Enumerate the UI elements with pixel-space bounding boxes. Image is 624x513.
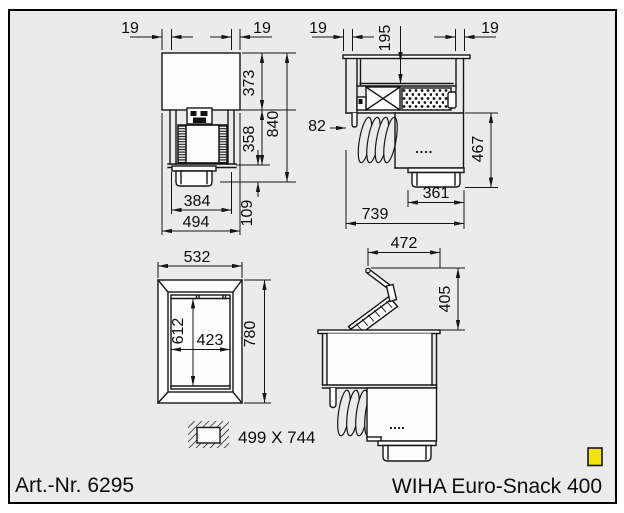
side-crosshatch-box — [365, 86, 401, 111]
plan-miter-corners — [157, 279, 243, 404]
plan-dim-423: 423 — [197, 332, 224, 349]
front-dim-840: 840 — [265, 111, 282, 138]
plan-opening — [170, 294, 231, 390]
plan-hinge-strips — [170, 294, 231, 387]
lid-slots — [355, 300, 393, 331]
front-dim-19-left: 19 — [121, 20, 139, 37]
cutout-rect — [196, 426, 221, 444]
plan-dim-612: 612 — [170, 318, 187, 345]
side-section-view: 19 19 195 82 467 361 739 — [308, 20, 499, 229]
open-dim-405: 405 — [437, 286, 454, 313]
front-dimensions — [130, 29, 296, 235]
front-dim-384: 384 — [184, 193, 211, 210]
sheet-border — [8, 9, 617, 504]
plan-outer-frame — [157, 279, 243, 404]
open-basin-fill — [327, 333, 432, 385]
article-number-label: Art.-Nr. 6295 — [15, 474, 134, 497]
side-dim-19-left: 19 — [309, 20, 327, 37]
open-lid-view: 472 405 — [317, 235, 465, 462]
front-view: 19 19 373 358 840 109 384 494 — [121, 20, 296, 235]
side-dim-361: 361 — [423, 185, 450, 202]
front-vent-box — [186, 107, 213, 125]
side-flange — [342, 54, 471, 60]
open-bottom-tray — [377, 440, 437, 462]
open-drain-pipe — [329, 387, 337, 409]
side-drain-coil — [357, 116, 398, 164]
side-left-detail — [356, 91, 457, 111]
yellow-marker — [587, 447, 603, 467]
footer: Art.-Nr. 6295 WIHA Euro-Snack 400 — [15, 447, 603, 498]
front-dim-373: 373 — [241, 70, 258, 97]
side-dim-739: 739 — [362, 206, 389, 223]
side-bottom-tray — [407, 167, 465, 188]
plan-inner-frame — [167, 291, 234, 393]
front-dim-109: 109 — [239, 200, 256, 227]
plan-dim-780: 780 — [242, 321, 259, 348]
front-dim-494: 494 — [183, 214, 210, 231]
side-dim-82: 82 — [308, 118, 326, 135]
cutout-size-label: 499 X 744 — [238, 428, 316, 447]
lid-pivot — [365, 267, 371, 274]
open-lid-assembly — [347, 267, 399, 338]
side-dimensions — [312, 26, 498, 229]
open-dimensions — [367, 248, 465, 331]
front-dim-19-right: 19 — [253, 20, 271, 37]
product-name-label: WIHA Euro-Snack 400 — [392, 475, 602, 498]
cutout-symbol: 499 X 744 — [188, 421, 316, 448]
open-dim-472: 472 — [391, 235, 418, 252]
side-dim-195: 195 — [377, 25, 394, 52]
side-vent-dots — [415, 150, 432, 154]
front-top-box — [161, 52, 241, 111]
plan-dimensions — [157, 262, 271, 404]
side-dim-19-right: 19 — [481, 20, 499, 37]
front-bottom-tray — [171, 165, 217, 187]
side-perforated-panel — [401, 87, 452, 111]
open-flange — [317, 329, 441, 335]
side-machine-box — [394, 112, 465, 169]
front-dim-358: 358 — [241, 126, 258, 153]
plan-view: 532 612 423 780 — [157, 249, 271, 404]
plan-dim-532: 532 — [184, 249, 211, 266]
side-drain-pipe — [351, 112, 358, 128]
lid-hinge-bracket — [385, 283, 398, 303]
front-compressor — [177, 124, 228, 164]
open-machine-box — [366, 387, 438, 442]
side-dim-467: 467 — [470, 136, 487, 163]
